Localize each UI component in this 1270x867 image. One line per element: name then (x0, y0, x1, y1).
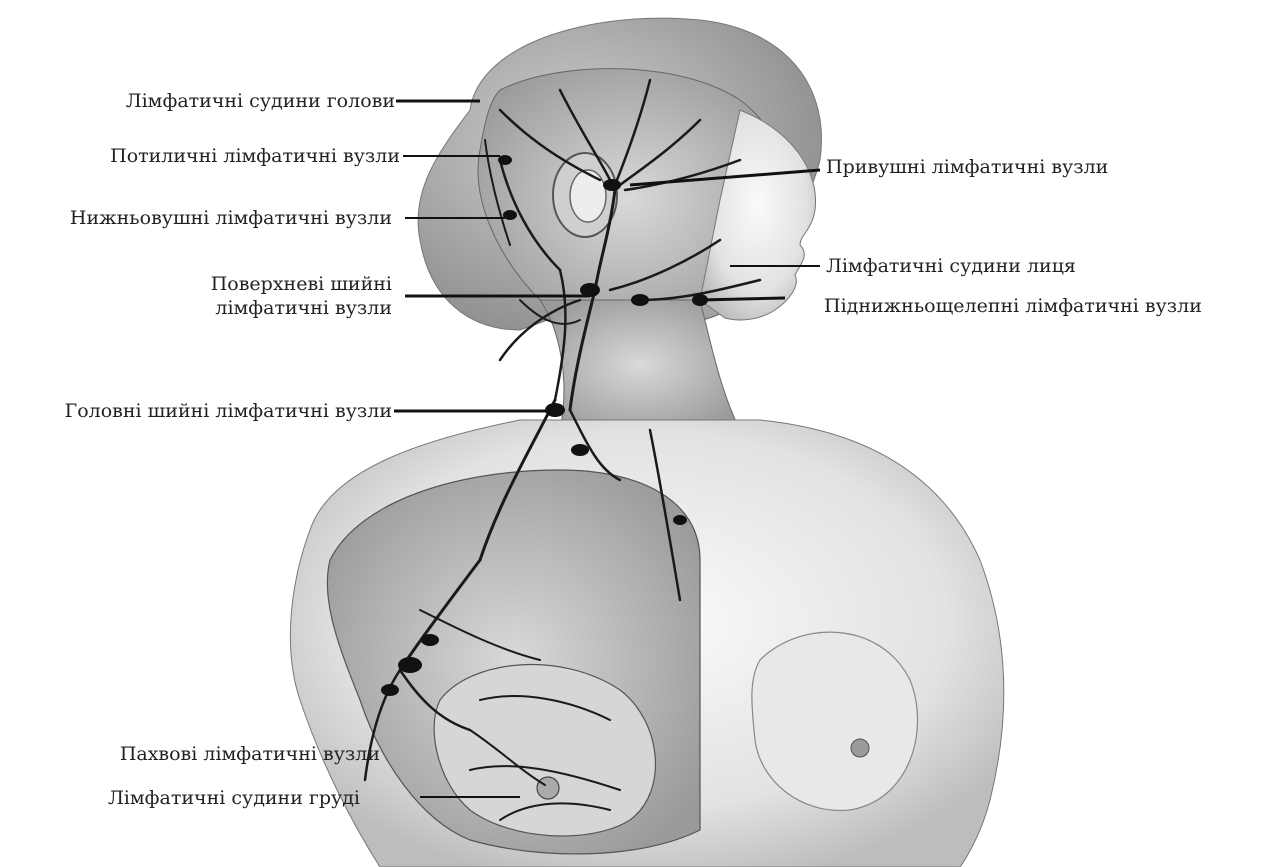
label-head-vessels: Лімфатичні судини голови (126, 89, 395, 113)
label-superficial-cervical-line1: Поверхневі шийні (211, 272, 392, 296)
label-superficial-cervical-line2: лімфатичні вузли (211, 296, 392, 320)
label-breast-vessels: Лімфатичні судини груді (108, 786, 360, 810)
label-superficial-cervical-nodes: Поверхневі шийні лімфатичні вузли (211, 272, 392, 320)
label-parotid-nodes: Привушні лімфатичні вузли (826, 155, 1108, 179)
right-breast (752, 632, 918, 810)
label-face-vessels: Лімфатичні судини лиця (826, 254, 1076, 278)
label-infra-auricular-nodes: Нижньовушні лімфатичні вузли (70, 206, 392, 230)
label-axillary-nodes: Пахвові лімфатичні вузли (120, 742, 380, 766)
label-occipital-nodes: Потиличні лімфатичні вузли (110, 144, 400, 168)
label-submandibular-nodes: Піднижньощелепні лімфатичні вузли (824, 294, 1202, 318)
label-deep-cervical-nodes: Головні шийні лімфатичні вузли (65, 399, 392, 423)
